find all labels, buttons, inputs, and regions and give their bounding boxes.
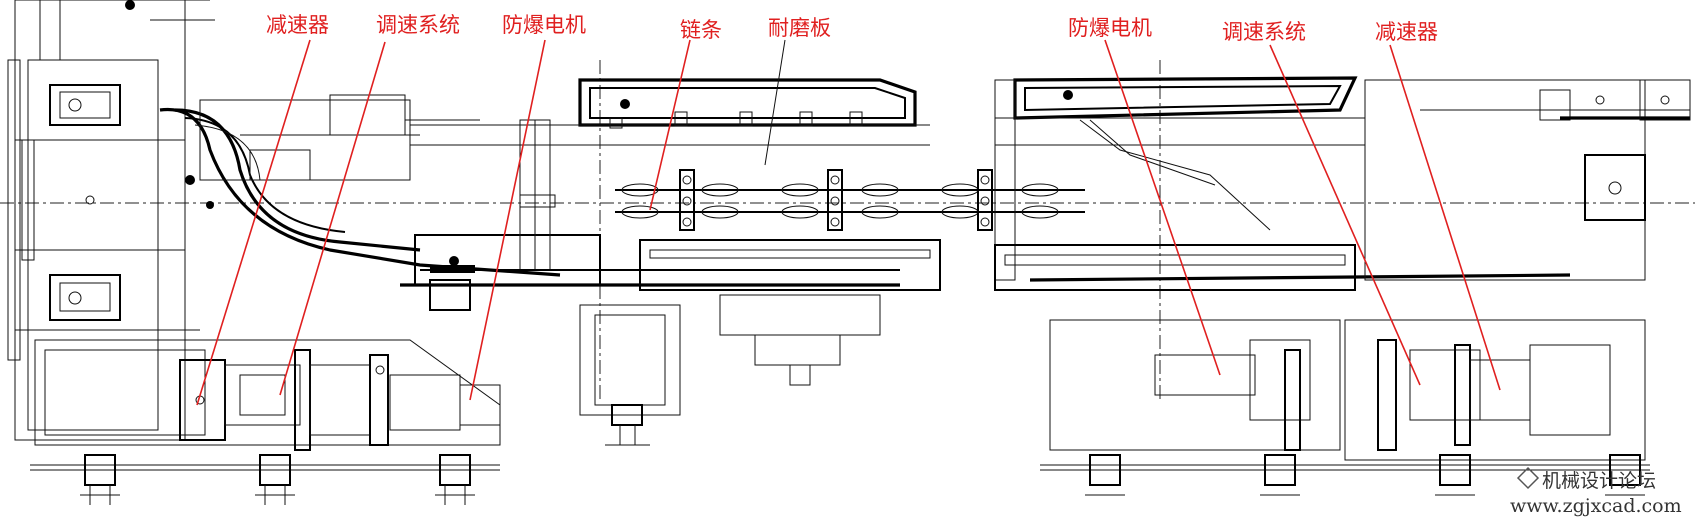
left-drive-frame	[7, 0, 900, 441]
watermark-site-name: 机械设计论坛	[1542, 470, 1656, 492]
chain-links	[621, 183, 1059, 219]
cover-bolts	[609, 111, 863, 129]
center-lines	[0, 60, 1695, 400]
label-reducer-right: 减速器	[1375, 20, 1438, 44]
watermark: 机械设计论坛 www.zgjxcad.com	[1510, 466, 1682, 517]
label-speed-system-right: 调速系统	[1222, 20, 1306, 44]
middle-trough	[410, 78, 941, 446]
left-feet	[80, 454, 475, 505]
right-feet	[1085, 454, 1645, 496]
chain-assembly	[615, 169, 1085, 231]
label-motor-right: 防爆电机	[1068, 16, 1152, 40]
watermark-url: www.zgjxcad.com	[1510, 495, 1682, 517]
right-tail-frame	[994, 76, 1691, 496]
leader-lines	[196, 39, 1501, 406]
label-motor-left: 防爆电机	[502, 13, 586, 37]
label-reducer-left: 减速器	[266, 13, 329, 37]
label-speed-system-left: 调速系统	[376, 13, 460, 37]
labels: 减速器 调速系统 防爆电机 链条 耐磨板 防爆电机 调速系统 减速器	[266, 13, 1438, 44]
label-wear-plate: 耐磨板	[768, 16, 831, 40]
watermark-logo-icon	[1516, 466, 1540, 490]
flight-bars	[679, 169, 993, 231]
label-chain: 链条	[680, 18, 722, 42]
left-drive-assembly	[30, 339, 501, 505]
